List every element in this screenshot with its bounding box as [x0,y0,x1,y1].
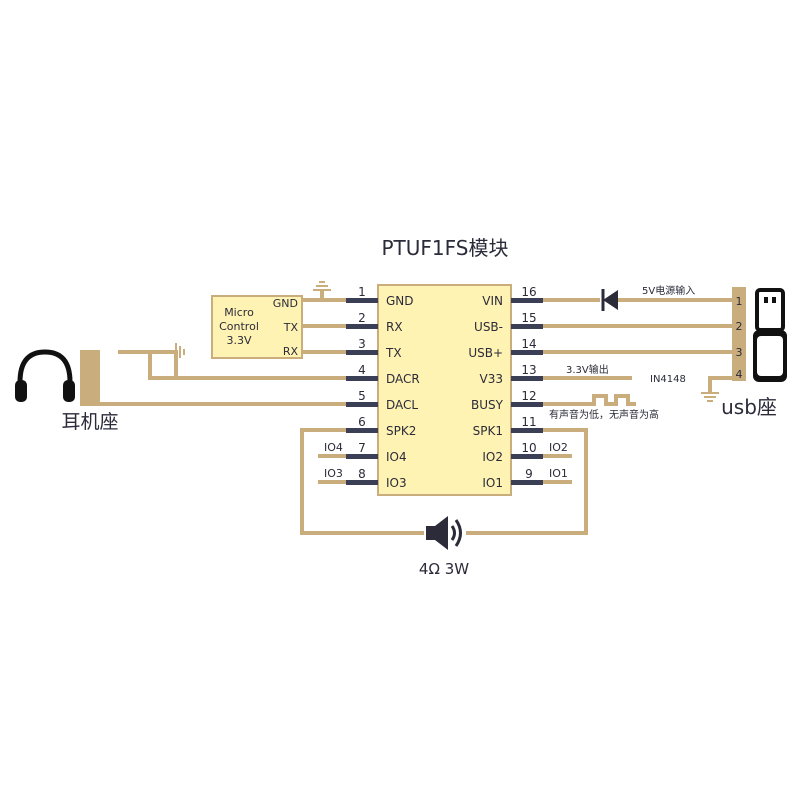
headphone-jack [80,350,100,406]
headphone-icon [15,349,75,402]
headphone-label: 耳机座 [61,411,118,433]
pin-num: 5 [358,389,366,403]
io3-label: IO3 [324,467,343,480]
pin-name: IO1 [482,476,503,490]
usb-socket [732,287,746,381]
usb-plug-icon [753,288,787,382]
diode-icon [601,289,618,311]
pin-name: IO2 [482,450,503,464]
pin-name: IO4 [386,450,407,464]
pin-num: 6 [358,415,366,429]
mcu-name-line2: Control [219,320,259,333]
pin-name: SPK1 [473,424,503,438]
usb-pin-3: 3 [736,346,743,359]
pin-num: 2 [358,311,366,325]
mcu-name-line1: Micro [224,306,254,319]
pin-num: 1 [358,285,366,299]
pin-num: 11 [521,415,536,429]
pin-num: 16 [521,285,536,299]
ground-icon [701,392,719,402]
pin-num: 14 [521,337,536,351]
mcu-pin-rx: RX [283,345,299,358]
chip-body [377,284,512,496]
wire-spk2 [300,428,424,535]
pin-num: 15 [521,311,536,325]
ground-icon [175,343,185,361]
wire-usb-gnd [708,376,732,392]
pin-num: 12 [521,389,536,403]
speaker-icon [426,516,462,550]
busy-note: 有声音为低，无声音为高 [549,408,659,421]
power-in-label: 5V电源输入 [642,284,695,297]
pin-name: RX [386,320,403,334]
pin-name: USB+ [468,346,503,360]
usb-pin-4: 4 [736,368,743,381]
pin-name: SPK2 [386,424,416,438]
pin-num: 8 [358,467,366,481]
pin-name: DACR [386,372,420,386]
chip-pin-stubs [346,298,543,485]
wire-dacr-stub [118,350,178,378]
mcu-box [211,295,303,359]
pin-num: 7 [358,441,366,455]
pin-name: DACL [386,398,418,412]
pin-name: USB- [474,320,503,334]
wire-dacr [148,352,346,380]
diagram-title: PTUF1FS模块 [382,236,509,260]
pin-name: GND [386,294,414,308]
pin-name: IO3 [386,476,407,490]
usb-label: usb座 [721,395,777,419]
v33-label: 3.3V输出 [566,363,609,376]
pin-name: VIN [482,294,503,308]
usb-pin-1: 1 [736,295,743,308]
ground-icon [313,281,331,291]
pin-name: BUSY [471,398,504,412]
io4-label: IO4 [324,441,343,454]
mcu-name-line3: 3.3V [226,334,251,347]
mcu-pin-tx: TX [283,321,299,334]
diode-label: IN4148 [650,374,686,385]
wire-spk1 [466,428,588,535]
pin-num: 13 [521,363,536,377]
io1-label: IO1 [549,467,568,480]
io2-label: IO2 [549,441,568,454]
pin-num: 9 [525,467,533,481]
usb-pin-2: 2 [736,320,743,333]
pin-num: 10 [521,441,536,455]
pin-num: 4 [358,363,366,377]
speaker-label: 4Ω 3W [419,560,469,578]
wire-busy [511,394,636,406]
pin-name: TX [385,346,402,360]
pin-num: 3 [358,337,366,351]
pin-name: V33 [480,372,503,386]
mcu-pin-gnd: GND [273,297,298,310]
